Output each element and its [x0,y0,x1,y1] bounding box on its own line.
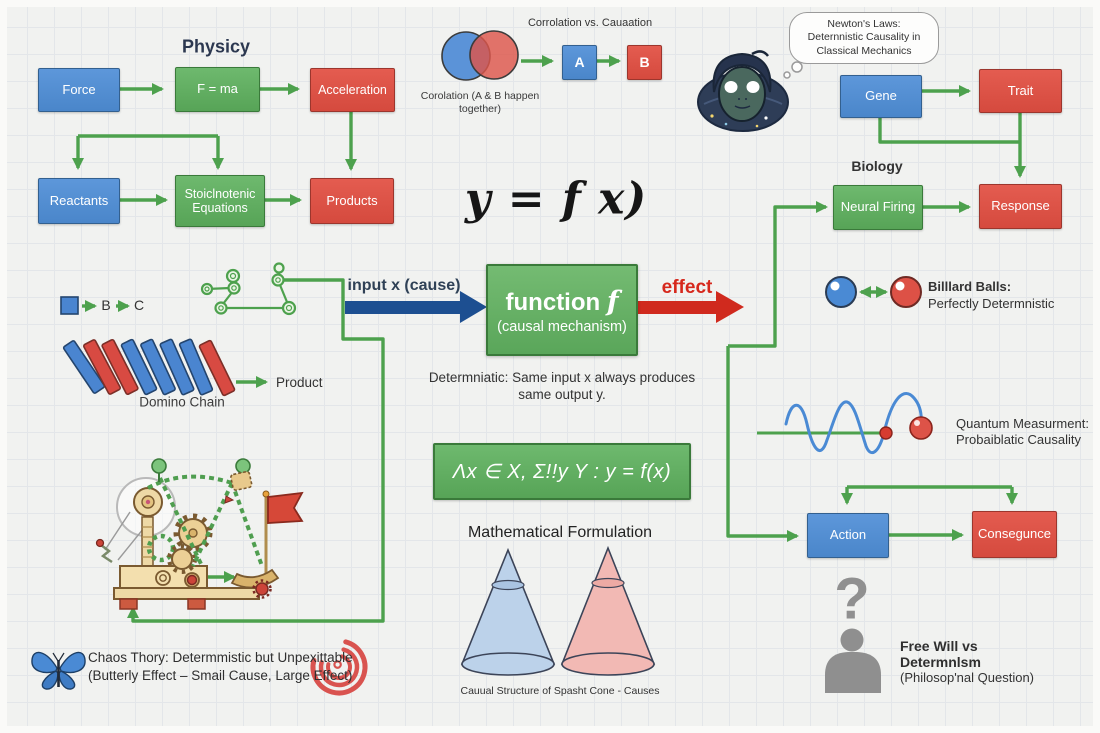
y-equals-fx-equation: y = f x) [464,173,648,225]
butterfly-icon [31,651,86,690]
bubble-line: Newton's Laws: [827,17,901,30]
node-neural-firing: Neural Firing [833,185,923,230]
node-trait: Trait [979,69,1062,113]
input-cause-arrow [345,291,487,323]
domino-chain-icon [62,338,236,397]
node-stoichiometric-equations: Stoiclnotenic Equations [175,175,265,227]
node-gene: Gene [840,75,922,118]
node-force: Force [38,68,120,112]
effect-arrow [636,291,744,323]
free-will-line3: (Philosop'nal Question) [900,670,1034,685]
hurricane-spiral-icon [310,639,368,696]
math-formulation-title: Mathematical Formulation [467,524,653,541]
question-mark: ? [834,566,870,632]
billiard-balls-line2: Perfectly Determnistic [928,296,1055,311]
node-response: Response [979,184,1062,229]
wizard-character-icon [697,50,789,132]
chaos-theory-line2: (Butterly Effect – Smail Cause, Large Ef… [88,668,353,683]
node-f-equals-ma: F = ma [175,67,260,112]
biology-section-title: Biology [851,158,903,174]
chaos-theory-line1: Chaos Thory: Determmistic but Unpexittab… [88,650,353,665]
quantum-line1: Quantum Measurment: [956,416,1089,431]
node-action: Action [807,513,889,558]
node-products: Products [310,178,394,224]
green-connector-arrows [72,55,1026,623]
physics-section-title: Physicy [181,36,251,57]
node-reactants: Reactants [38,178,120,224]
node-acceleration: Acceleration [310,68,395,112]
quantum-line2: Probaiblatic Causality [956,432,1082,447]
billiard-balls-line1: Billlard Balls: [928,279,1012,294]
function-box-subtitle: (causal mechanism) [497,318,627,335]
free-will-line1: Free Will vs [900,638,978,654]
bubble-line: Deternnistic Causality in [807,31,921,44]
free-will-line2: Determnlsm [900,654,981,670]
rube-goldberg-machine-icon [95,458,304,610]
cone-caption: Cauual Structure of Spasht Cone - Causes [460,685,660,697]
chain-node-a-square [60,296,79,315]
venn-diagram [441,30,519,81]
correlation-title: Corrolation vs. Cauaation [527,17,653,29]
node-b: B [627,45,662,80]
causal-cones-icon [460,545,656,676]
thought-bubble-tail [783,61,803,79]
node-consequence: Consegunce [972,511,1057,558]
chain-label-b: B [101,297,111,313]
molecule-icon [200,262,297,316]
venn-caption: Corolation (A & B happen together) [420,89,540,115]
node-a: A [562,45,597,80]
newton-thought-bubble: Newton's Laws: Deternnistic Causality in… [789,12,939,64]
billiard-balls-icon [825,276,922,308]
quantum-wave-icon [757,392,933,455]
function-box-f: f [606,285,619,317]
effect-label: effect [661,277,713,298]
node-function-f: function f (causal mechanism) [486,264,638,356]
math-formula-box: Λx ∈ X, Σ!!y Y : y = f(x) [433,443,691,500]
input-cause-label: input x (cause) [347,277,461,294]
domino-chain-label: Domino Chain [139,394,225,410]
bubble-line: Classical Mechanics [816,44,912,57]
product-label: Product [276,375,323,390]
chain-label-c: C [133,297,145,313]
deterministic-note: Determniatic: Same input x always produc… [428,370,696,402]
function-box-title: function [505,288,601,316]
person-silhouette-icon [825,628,881,693]
